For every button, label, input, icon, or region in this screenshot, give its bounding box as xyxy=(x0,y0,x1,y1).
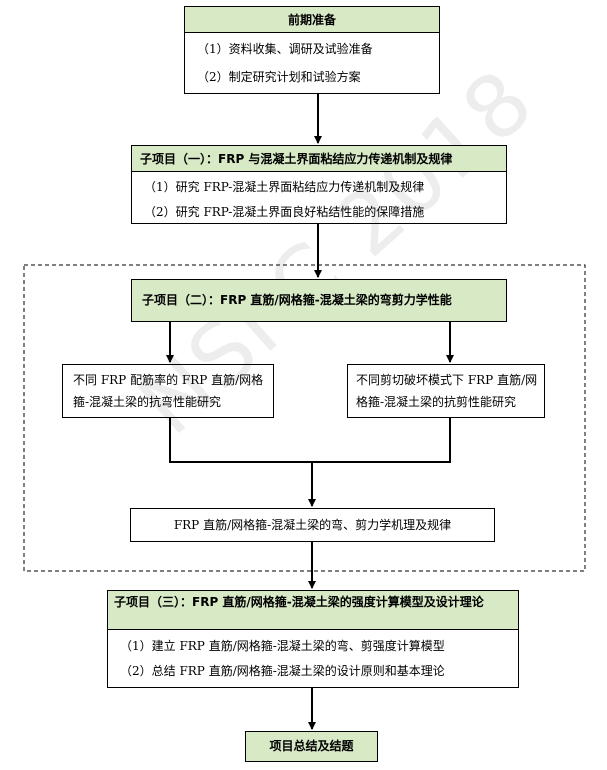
sub3-item-1: （1）建立 FRP 直筋/网格箍-混凝土梁的弯、剪强度计算模型 xyxy=(120,639,445,653)
sub1-title: 子项目（一）：FRP 与混凝土界面粘结应力传递机制及规律 xyxy=(132,146,506,172)
sub2-left-box: 不同 FRP 配筋率的 FRP 直筋/网格箍-混凝土梁的抗弯性能研究 xyxy=(62,364,274,418)
merge-line xyxy=(169,418,451,463)
sub1-item-1: （1）研究 FRP-混凝土界面粘结应力传递机制及规律 xyxy=(144,180,425,194)
sub2-merge-box: FRP 直筋/网格箍-混凝土梁的弯、剪力学机理及规律 xyxy=(130,508,495,542)
sub1-box: 子项目（一）：FRP 与混凝土界面粘结应力传递机制及规律 （1）研究 FRP-混… xyxy=(131,145,507,224)
prep-item-2: （2）制定研究计划和试验方案 xyxy=(197,70,361,84)
sub3-box: 子项目（三）：FRP 直筋/网格箍-混凝土梁的强度计算模型及设计理论 （1）建立… xyxy=(107,590,519,688)
sub2-title-box: 子项目（二）：FRP 直筋/网格箍-混凝土梁的弯剪力学性能 xyxy=(131,279,507,322)
final-box: 项目总结及结题 xyxy=(245,731,378,762)
prep-box: 前期准备 （1）资料收集、调研及试验准备 （2）制定研究计划和试验方案 xyxy=(184,6,440,94)
sub3-item-2: （2）总结 FRP 直筋/网格箍-混凝土梁的设计原则和基本理论 xyxy=(120,664,445,678)
prep-title: 前期准备 xyxy=(185,7,439,33)
sub3-title: 子项目（三）：FRP 直筋/网格箍-混凝土梁的强度计算模型及设计理论 xyxy=(108,591,518,630)
prep-item-1: （1）资料收集、调研及试验准备 xyxy=(197,42,373,56)
sub2-right-box: 不同剪切破坏模式下 FRP 直筋/网格箍-混凝土梁的抗剪性能研究 xyxy=(347,364,545,418)
sub1-item-2: （2）研究 FRP-混凝土界面良好粘结性能的保障措施 xyxy=(144,205,425,219)
sub2-dashed-group xyxy=(23,264,586,572)
